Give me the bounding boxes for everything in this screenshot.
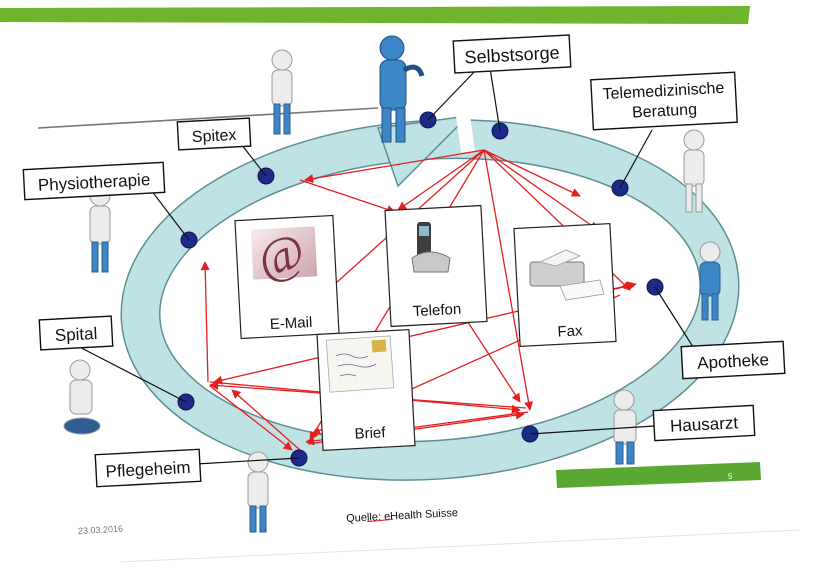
fax-label: Fax [557, 322, 583, 340]
person-figure-icon [63, 49, 721, 533]
pflegeheim-label: Pflegeheim [105, 458, 191, 481]
station-hausarzt: Hausarzt [652, 404, 756, 442]
station-spitex: Spitex [176, 117, 252, 151]
station-apotheke: Apotheke [680, 340, 786, 380]
slide-date: 23.03.2016 [78, 524, 124, 536]
email-label: E-Mail [269, 314, 312, 333]
brief-card: Brief [316, 329, 416, 451]
phone-icon [411, 222, 451, 273]
fax-card: Fax [513, 222, 617, 348]
hausarzt-label: Hausarzt [670, 413, 739, 436]
station-pflegeheim: Pflegeheim [94, 448, 202, 488]
telemed-label-line2: Beratung [632, 101, 698, 121]
email-card: @ E-Mail [234, 214, 340, 340]
brief-label: Brief [354, 424, 387, 443]
source-underline [367, 518, 394, 523]
spital-label: Spital [54, 324, 97, 345]
top-accent-bar [0, 6, 750, 24]
station-telemedizinische-beratung: Telemedizinische Beratung [590, 71, 738, 131]
telemed-label-line1: Telemedizinische [602, 80, 725, 103]
footer-accent-bar [556, 462, 761, 488]
station-physiotherapie: Physiotherapie [22, 161, 166, 201]
callout-lines [65, 67, 696, 465]
slide-header-rule [37, 107, 379, 129]
station-spital: Spital [38, 315, 114, 351]
at-sign-icon: @ [251, 221, 318, 289]
apotheke-label: Apotheke [697, 350, 770, 373]
self-care-figure-icon [379, 35, 425, 143]
station-selbstsorge: Selbstsorge [452, 34, 572, 74]
slide-bottom-edge [119, 529, 801, 563]
letter-icon [325, 335, 395, 393]
selbstsorge-label: Selbstsorge [464, 43, 560, 68]
source-citation: Quelle: eHealth Suisse [346, 507, 458, 525]
telefon-card: Telefon [384, 204, 488, 328]
fax-icon [529, 249, 605, 301]
page-number: 5 [728, 472, 733, 481]
spitex-label: Spitex [191, 127, 236, 146]
telefon-label: Telefon [412, 301, 461, 321]
